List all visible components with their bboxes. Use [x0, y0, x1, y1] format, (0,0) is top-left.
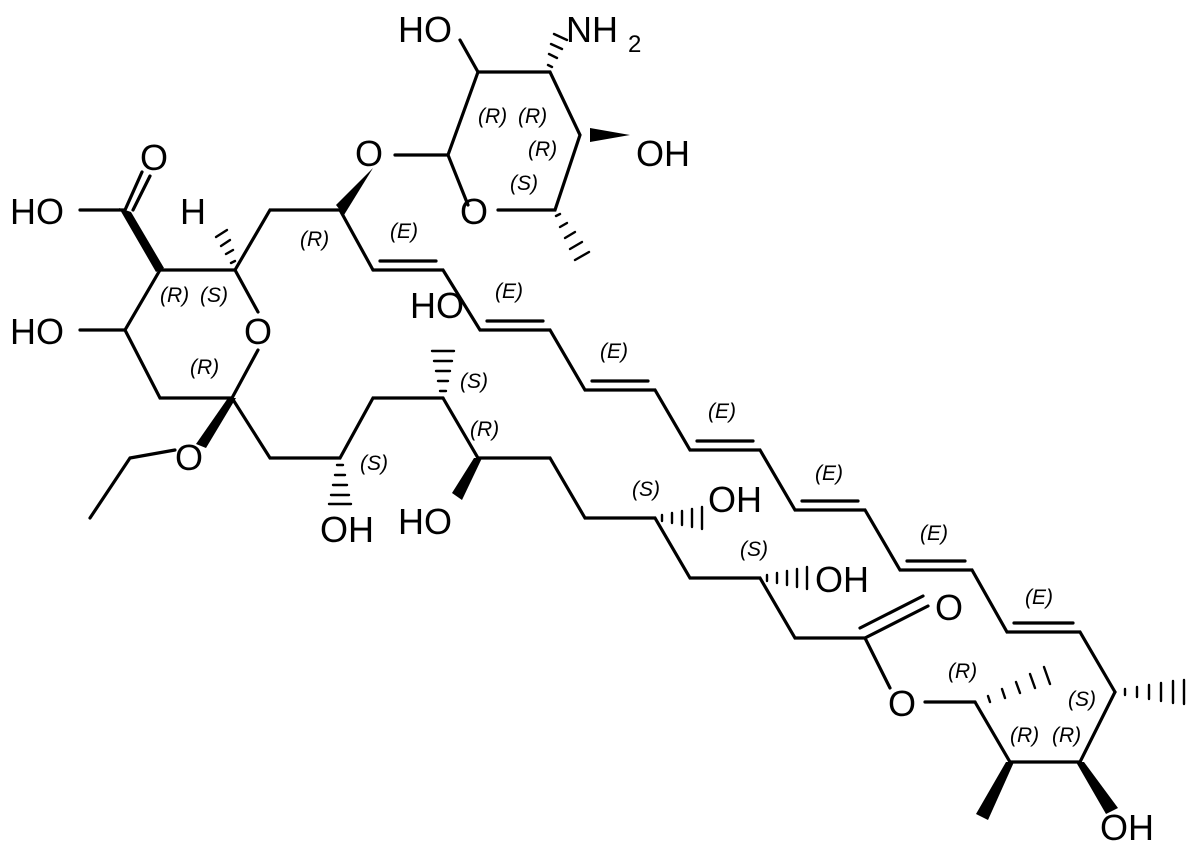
atom-label-o: O	[244, 311, 272, 352]
stereo-label-e: (E)	[920, 522, 948, 545]
sugar-ring-bond	[446, 70, 480, 207]
atom-label-o: O	[140, 137, 168, 178]
atom-label-ho: HO	[410, 285, 464, 326]
pyran-ring-bond	[123, 268, 260, 400]
chain-bond	[233, 208, 342, 272]
stereo-label-e: (E)	[1025, 586, 1053, 609]
atom-label-ho: HO	[398, 501, 452, 542]
lower-chain	[441, 396, 867, 640]
atom-label-oh: OH	[708, 479, 762, 520]
atom-labels: HO NH 2 OH O O O HO H HO O O HO OH HO OH…	[10, 9, 1154, 848]
ethoxy-bond	[88, 448, 177, 520]
sugar-ho-bond	[458, 38, 480, 74]
macrocycle-bond	[973, 690, 1117, 764]
atom-label-o: O	[355, 133, 383, 174]
stereo-label-e: (E)	[815, 462, 843, 485]
atom-label-subscript-2: 2	[628, 31, 641, 58]
hashed-bonds	[214, 32, 1186, 706]
polyene-chain	[371, 268, 1117, 694]
stereo-label-s: (S)	[632, 478, 660, 501]
stereo-labels: (R) (R) (R) (S) (R) (R) (S) (R) (E) (E) …	[160, 105, 1096, 747]
atom-label-o: O	[460, 191, 488, 232]
wedge-bonds	[119, 128, 1118, 820]
atom-label-ho: HO	[398, 9, 452, 50]
atom-label-oh: OH	[636, 133, 690, 174]
atom-label-oh: OH	[815, 559, 869, 600]
stereo-label-s: (S)	[360, 452, 388, 475]
stereo-label-e: (E)	[708, 400, 736, 423]
ester-o-bond	[863, 636, 892, 690]
stereo-label-s: (S)	[1068, 688, 1096, 711]
atom-label-ho: HO	[10, 191, 64, 232]
wedge-bond	[196, 398, 236, 448]
wedge-bond	[336, 168, 373, 215]
atom-label-ho: HO	[10, 311, 64, 352]
stereo-label-r: (R)	[518, 105, 547, 128]
stereo-label-r: (R)	[300, 228, 329, 251]
carbonyl-bond-2	[131, 174, 152, 212]
stereo-label-s: (S)	[510, 172, 538, 195]
stereo-label-r: (R)	[948, 660, 977, 683]
bonds	[78, 38, 1117, 764]
atom-label-h: H	[180, 191, 206, 232]
atom-label-o: O	[935, 587, 963, 628]
stereo-label-r: (R)	[528, 138, 557, 161]
wedge-bond	[976, 762, 1014, 820]
stereo-label-e: (E)	[600, 340, 628, 363]
ester-carbonyl	[863, 604, 930, 640]
stereo-label-r: (R)	[470, 418, 499, 441]
carbonyl-bond	[123, 170, 144, 212]
wedge-bond	[1076, 762, 1118, 814]
stereo-label-s: (S)	[460, 370, 488, 393]
wedge-bond	[590, 128, 630, 142]
stereo-label-r: (R)	[478, 105, 507, 128]
atom-label-o: O	[888, 683, 916, 724]
lower-chain	[230, 396, 445, 460]
atom-label-nh: NH	[566, 9, 618, 50]
stereo-label-s: (S)	[740, 538, 768, 561]
ester-carbonyl-2	[858, 594, 925, 630]
sugar-ring-bond	[476, 70, 582, 212]
wedge-bond	[119, 208, 164, 272]
stereo-label-e: (E)	[495, 280, 523, 303]
stereo-label-s: (S)	[200, 284, 228, 307]
atom-label-oh: OH	[1100, 807, 1154, 848]
atom-label-oh: OH	[320, 509, 374, 550]
stereo-label-r: (R)	[1010, 724, 1039, 747]
wedge-bond	[452, 458, 482, 500]
atom-label-o: O	[175, 437, 203, 478]
stereo-label-r: (R)	[1052, 724, 1081, 747]
stereo-label-r: (R)	[160, 284, 189, 307]
chain-bond	[338, 208, 375, 272]
stereo-label-r: (R)	[190, 356, 219, 379]
stereo-label-e: (E)	[390, 220, 418, 243]
